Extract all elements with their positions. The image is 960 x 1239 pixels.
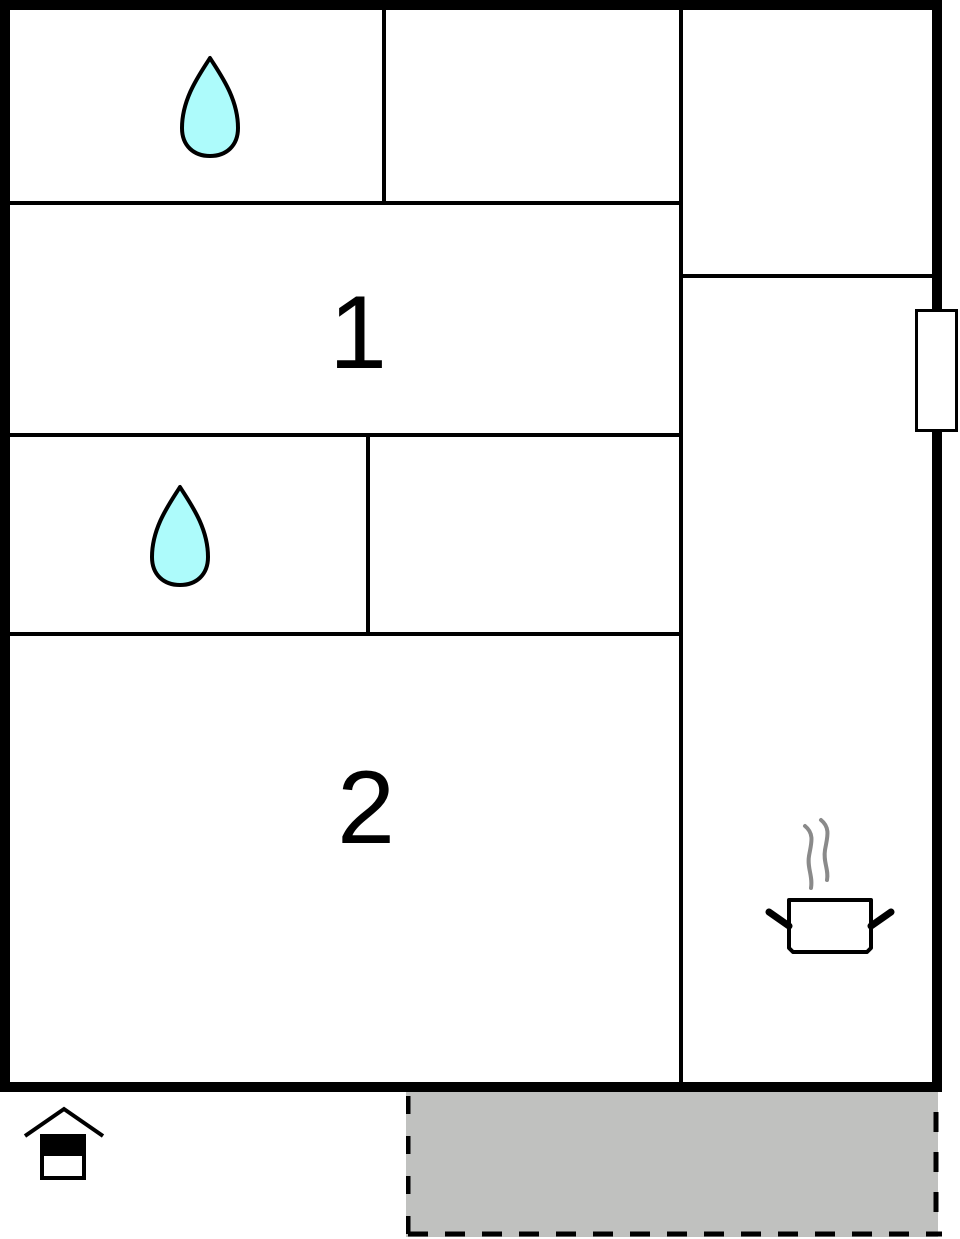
cooking-pot-icon xyxy=(765,818,895,954)
water-drop-icon xyxy=(150,485,210,587)
room-middle-right xyxy=(370,437,679,632)
room-top-middle xyxy=(386,10,679,201)
room-bathroom-2 xyxy=(10,437,366,632)
outer-wall-top xyxy=(0,0,942,10)
room-kitchen-living xyxy=(683,278,932,1082)
room-bedroom-2: 2 xyxy=(10,636,679,1082)
bedroom-1-label: 1 xyxy=(329,275,387,391)
house-entrance-icon xyxy=(23,1106,105,1180)
terrace-dashed-border xyxy=(406,1096,942,1237)
inner-wall-horizontal-2 xyxy=(8,433,681,437)
room-top-right xyxy=(683,10,932,274)
outer-wall-left xyxy=(0,0,10,1092)
water-drop-icon xyxy=(180,56,240,158)
inner-wall-horizontal-right xyxy=(681,274,934,278)
terrace-area xyxy=(406,1092,942,1237)
room-bedroom-1: 1 xyxy=(10,205,679,433)
inner-wall-vertical-middle xyxy=(366,435,370,635)
bedroom-2-label: 2 xyxy=(337,750,395,866)
room-bathroom-1 xyxy=(10,10,382,201)
outer-wall-right xyxy=(932,0,942,1092)
outer-wall-bottom xyxy=(0,1082,942,1092)
inner-wall-vertical-top xyxy=(382,8,386,205)
inner-wall-vertical-main xyxy=(679,8,683,1084)
inner-wall-horizontal-3 xyxy=(8,632,681,636)
window-icon xyxy=(915,309,958,432)
inner-wall-horizontal-1 xyxy=(8,201,681,205)
